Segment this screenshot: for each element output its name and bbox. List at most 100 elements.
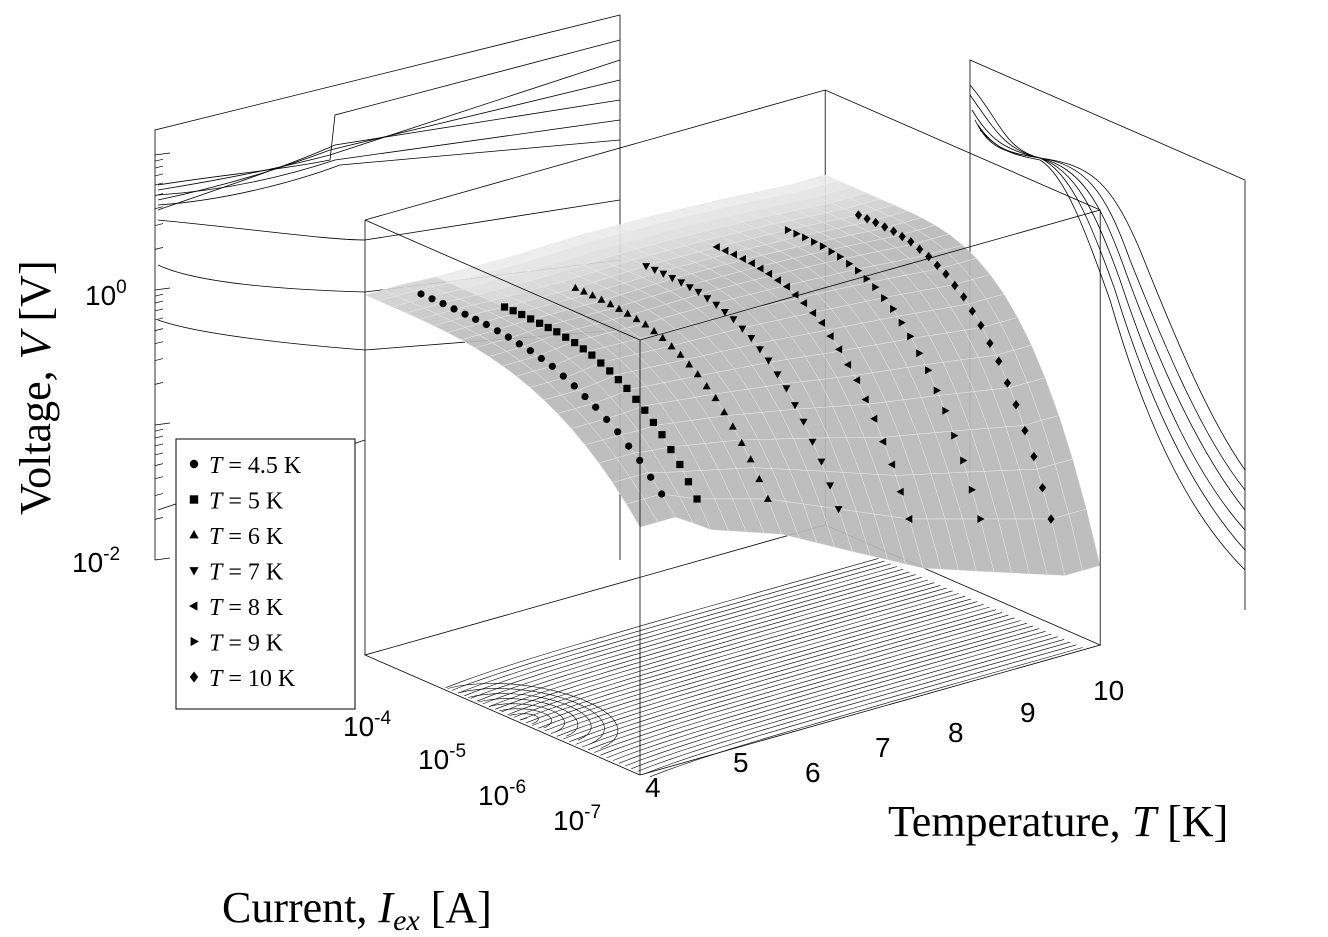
data-point (890, 226, 898, 236)
left-wall-curve (157, 119, 621, 196)
y-tick-label: 5 (733, 747, 749, 778)
data-point (896, 487, 904, 496)
z-tick-mark (154, 206, 164, 210)
data-point (933, 260, 941, 270)
x-tick-label: 10-5 (418, 741, 466, 775)
data-point (649, 418, 657, 427)
data-point (887, 460, 896, 469)
data-point (942, 269, 950, 279)
data-point (898, 231, 906, 242)
y-tick-label: 9 (1020, 697, 1036, 728)
x-tick-label: 10-4 (343, 708, 391, 742)
data-point (960, 456, 968, 465)
data-point (504, 333, 512, 341)
data-point (817, 318, 825, 327)
data-point (527, 315, 535, 323)
floor-contour-line (600, 625, 1034, 756)
data-point (526, 347, 534, 355)
data-point (417, 290, 425, 298)
data-point (658, 490, 666, 498)
data-point (702, 382, 711, 390)
legend-item: T = 6 K (189, 524, 284, 550)
data-point (802, 233, 810, 242)
z-tick-mark (154, 358, 164, 361)
z-tick-mark (154, 287, 171, 291)
data-point (515, 340, 523, 348)
data-point (881, 294, 889, 302)
z-tick-mark (154, 557, 171, 561)
data-point (439, 300, 447, 308)
z-tick-label: 10-2 (72, 544, 120, 578)
left-wall-curve (157, 259, 621, 293)
legend-value: = 7 K (222, 560, 284, 586)
legend-label: T = 10 K (209, 666, 296, 692)
floor-contour-line (464, 566, 898, 697)
data-point (764, 269, 773, 278)
floor-contour-line (507, 585, 941, 715)
legend-value: = 6 K (222, 524, 284, 550)
data-point (623, 309, 632, 317)
floor-contour-line (594, 622, 1027, 753)
z-tick-mark (154, 317, 164, 321)
legend-var: T (209, 524, 224, 550)
data-point (791, 402, 799, 410)
data-point (755, 474, 764, 483)
floor-contour-line (445, 558, 879, 688)
data-point (995, 356, 1003, 366)
data-point (603, 415, 611, 424)
series-5K (500, 303, 701, 503)
data-point (907, 237, 915, 247)
data-point (907, 332, 915, 341)
floor-contour-line (575, 614, 1009, 745)
legend-value: = 9 K (222, 631, 284, 657)
data-point (597, 295, 606, 303)
z-tick-mark (154, 435, 164, 439)
floor-contour-line (526, 593, 959, 724)
y-tick-label: 10 (1093, 675, 1124, 706)
legend-var: T (209, 631, 224, 657)
data-point (852, 376, 861, 385)
data-point (641, 320, 650, 328)
data-point (925, 251, 933, 262)
left-wall-curve (157, 59, 621, 191)
data-point (872, 283, 880, 292)
floor-contour-line (519, 590, 953, 721)
data-point (881, 222, 889, 232)
data-point (968, 306, 976, 316)
data-point (960, 292, 968, 302)
data-point (1003, 378, 1011, 388)
floor-contour-line (556, 606, 990, 737)
legend-box (175, 438, 356, 710)
floor-contour-line (457, 563, 891, 694)
data-point (720, 408, 729, 416)
data-point (676, 350, 685, 358)
data-point (615, 304, 623, 312)
data-point (509, 307, 517, 315)
data-point (614, 376, 622, 384)
right-wall-curve (971, 109, 1246, 511)
data-point (693, 495, 701, 503)
left-wall-curve (157, 199, 621, 241)
floor-contour-line (476, 571, 910, 702)
data-point (738, 325, 747, 333)
data-point (571, 283, 580, 291)
floor-contour-line (569, 612, 1003, 742)
x-tick-label: 10-7 (553, 802, 601, 836)
data-point (782, 282, 790, 291)
data-point (658, 431, 666, 439)
right-wall-curve (977, 124, 1246, 551)
legend-label: T = 8 K (209, 595, 284, 621)
data-point (870, 414, 878, 423)
legend-label: T = 5 K (209, 489, 284, 515)
data-point (729, 316, 738, 324)
data-point (773, 276, 781, 285)
data-point (597, 359, 605, 367)
legend-label: T = 6 K (209, 524, 284, 550)
data-point (826, 482, 834, 490)
data-point (694, 288, 703, 297)
data-point (588, 291, 597, 299)
data-point (793, 229, 801, 238)
z-tick-mark (154, 308, 164, 312)
voltage-surface (364, 174, 1101, 576)
floor-contour-line (495, 579, 928, 710)
